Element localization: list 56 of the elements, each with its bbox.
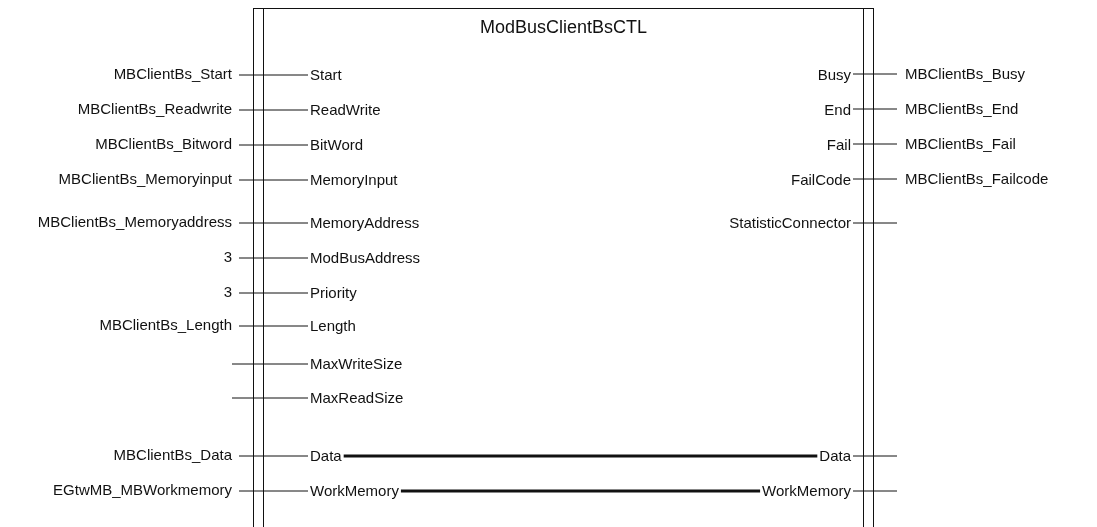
connector-line — [852, 143, 898, 145]
variable-label: 3 — [223, 248, 232, 266]
output-pin-label: WorkMemory — [722, 482, 873, 500]
connector-line — [238, 455, 309, 457]
connector-line — [852, 108, 898, 110]
variable-label: MBClientBs_Memoryinput — [58, 170, 232, 188]
connector-line — [343, 454, 818, 458]
variable-label: MBClientBs_Busy — [905, 65, 1026, 83]
variable-label: EGtwMB_MBWorkmemory — [53, 481, 232, 499]
input-pin-label: Length — [254, 317, 362, 335]
connector-line — [852, 222, 898, 224]
variable-label: MBClientBs_Readwrite — [77, 100, 232, 118]
input-pin-label: MemoryAddress — [254, 214, 426, 232]
connector-line — [238, 325, 309, 327]
input-pin-label: Priority — [254, 284, 363, 302]
connector-line — [238, 74, 309, 76]
variable-label: MBClientBs_Fail — [905, 135, 1016, 153]
variable-label: MBClientBs_Length — [99, 316, 232, 334]
connector-line — [852, 178, 898, 180]
variable-label: MBClientBs_Start — [113, 65, 232, 83]
input-pin-label: WorkMemory — [254, 482, 509, 500]
output-pin-label: Fail — [820, 136, 873, 154]
connector-line — [852, 455, 898, 457]
connector-line — [400, 489, 761, 493]
variable-label: MBClientBs_Failcode — [905, 170, 1049, 188]
output-pin-label: StatisticConnector — [723, 214, 873, 232]
input-pin-label: Start — [254, 66, 348, 84]
input-pin-label: MaxWriteSize — [254, 355, 409, 373]
connector-line — [238, 109, 309, 111]
connector-line — [238, 257, 309, 259]
output-pin-label: End — [818, 101, 873, 119]
connector-line — [852, 73, 898, 75]
connector-line — [238, 292, 309, 294]
output-pin-label: FailCode — [784, 171, 873, 189]
variable-label: MBClientBs_Memoryaddress — [37, 213, 232, 231]
connector-line — [238, 144, 309, 146]
connector-line — [238, 222, 309, 224]
function-block — [253, 8, 874, 527]
variable-label: 3 — [223, 283, 232, 301]
input-pin-label: ModBusAddress — [254, 249, 427, 267]
block-title: ModBusClientBsCTL — [479, 17, 648, 38]
output-pin-label: Data — [774, 447, 873, 465]
input-pin-label: Data — [254, 447, 392, 465]
connector-line — [852, 490, 898, 492]
variable-label: MBClientBs_Bitword — [95, 135, 232, 153]
input-pin-label: MemoryInput — [254, 171, 404, 189]
input-pin-label: MaxReadSize — [254, 389, 410, 407]
connector-line — [238, 490, 309, 492]
variable-label: MBClientBs_Data — [113, 446, 232, 464]
connector-line — [231, 397, 309, 399]
output-pin-label: Busy — [811, 66, 873, 84]
connector-line — [231, 363, 309, 365]
input-pin-label: BitWord — [254, 136, 370, 154]
variable-label: MBClientBs_End — [905, 100, 1019, 118]
input-pin-label: ReadWrite — [254, 101, 387, 119]
connector-line — [238, 179, 309, 181]
